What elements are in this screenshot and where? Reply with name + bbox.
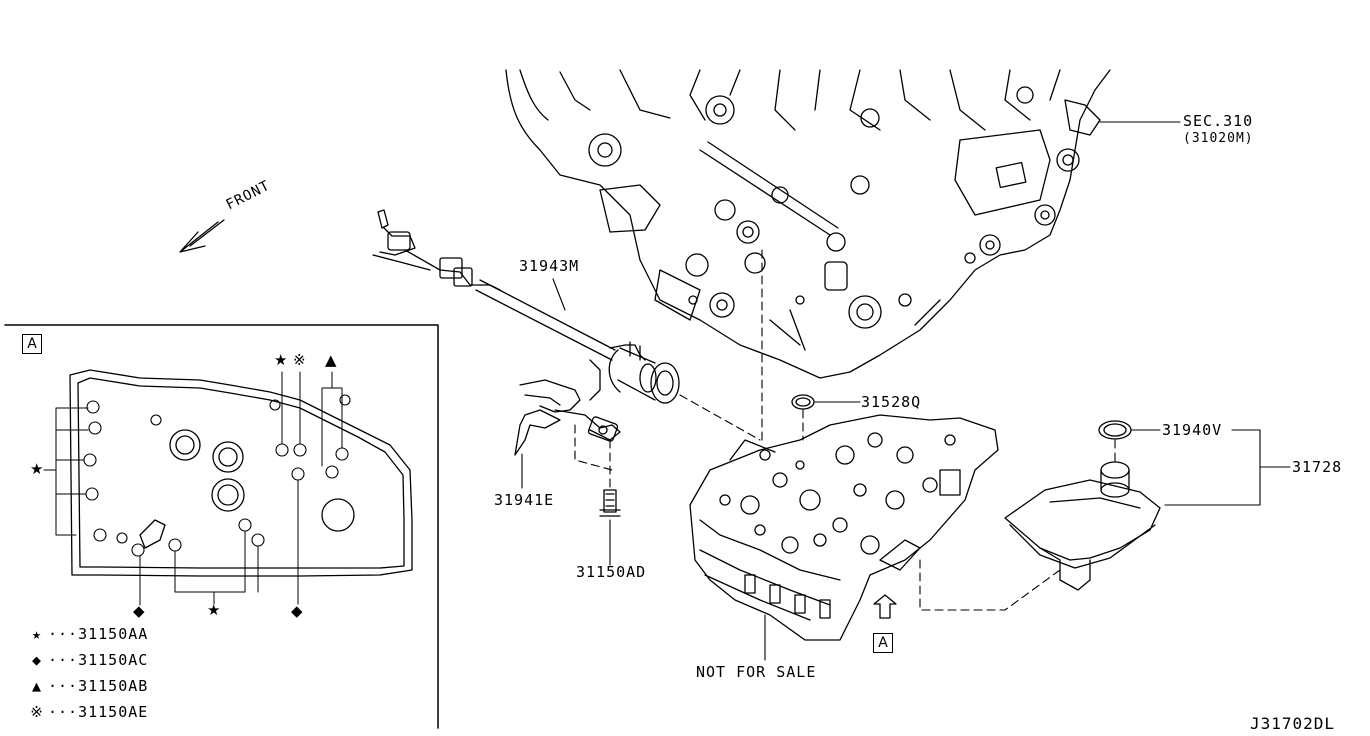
legend-text: ···31150AB [48, 677, 149, 695]
part-label-31528q: 31528Q [861, 393, 922, 411]
part-label-31728: 31728 [1292, 458, 1343, 476]
star-icon: ★ [207, 601, 221, 619]
legend-text: ···31150AE [48, 703, 149, 721]
strainer-31728 [1004, 461, 1161, 591]
part-label-31941e: 31941E [494, 491, 555, 509]
legend-row: ※···31150AE [30, 705, 148, 720]
part-label-sec310-sub: (31020M) [1183, 131, 1254, 146]
harness-31943m [372, 209, 680, 404]
front-arrow [179, 219, 225, 253]
diamond-icon: ◆ [291, 602, 303, 620]
oil-pan-detail [43, 369, 413, 606]
diamond-icon: ◆ [31, 651, 43, 669]
leader-lines [521, 121, 1291, 661]
asterisk-icon: ※ [293, 351, 306, 369]
star-icon: ★ [30, 460, 44, 478]
legend-text: ···31150AA [48, 625, 149, 643]
triangle-icon: ▲ [325, 351, 337, 369]
asterisk-icon: ※ [30, 703, 44, 721]
diamond-icon: ◆ [133, 602, 145, 620]
bracket-31941e [514, 379, 621, 456]
part-label-31943m: 31943M [519, 257, 580, 275]
transmission-case [505, 69, 1111, 379]
detail-view-frame [4, 324, 439, 729]
legend-row: ★ ···31150AA [30, 627, 148, 642]
not-for-sale-label: NOT FOR SALE [696, 663, 817, 681]
oring-31528q [791, 394, 815, 410]
triangle-icon: ▲ [31, 677, 43, 695]
legend-text: ···31150AC [48, 651, 149, 669]
bolt-31150ad [599, 489, 621, 517]
detail-view-title-box: A [22, 334, 42, 354]
legend-row: ◆ ···31150AC [30, 653, 148, 668]
part-label-31940v: 31940V [1162, 421, 1223, 439]
diagram-id-code: J31702DL [1250, 714, 1336, 733]
star-icon: ★ [31, 625, 43, 643]
view-a-reference-box: A [873, 633, 893, 653]
star-icon: ★ [274, 351, 288, 369]
part-label-sec310: SEC.310 [1183, 112, 1254, 130]
view-a-arrow [873, 594, 897, 619]
valve-body [689, 414, 999, 641]
legend-row: ▲ ···31150AB [30, 679, 148, 694]
part-label-31150ad: 31150AD [576, 563, 647, 581]
